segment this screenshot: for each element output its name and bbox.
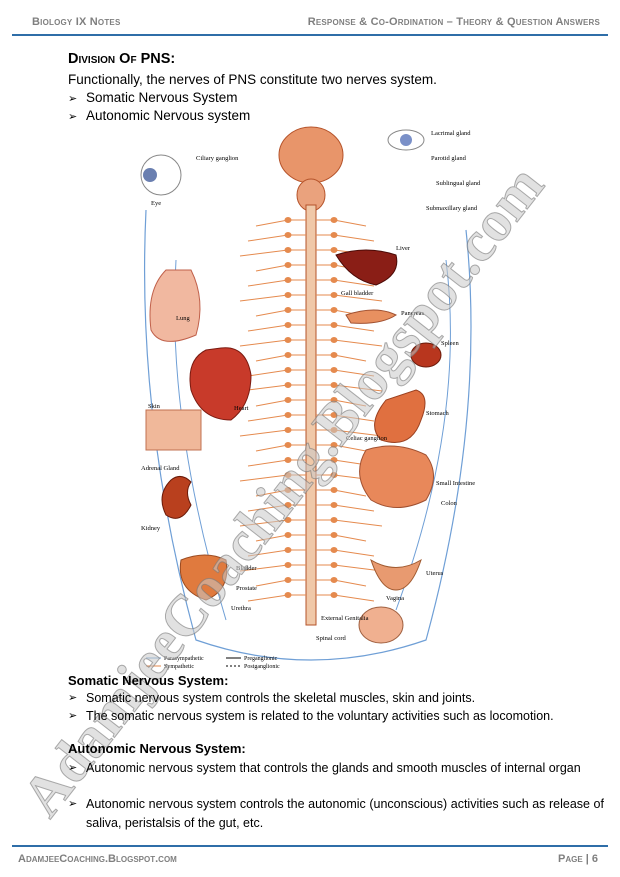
list-item: ➢Somatic Nervous System bbox=[68, 90, 238, 105]
section-title-autonomic: Autonomic Nervous System: bbox=[68, 741, 246, 756]
label-eye: Eye bbox=[151, 200, 161, 207]
label-stomach: Stomach bbox=[426, 410, 449, 417]
spleen bbox=[410, 342, 442, 368]
arrow-bullet-icon: ➢ bbox=[68, 798, 78, 810]
label-ciliary: Ciliary ganglion bbox=[196, 155, 239, 162]
list-item: ➢ Autonomic nervous system controls the … bbox=[68, 797, 604, 830]
uterus bbox=[370, 558, 422, 591]
label-liver: Liver bbox=[396, 245, 411, 252]
page-number: Page | 6 bbox=[558, 853, 598, 865]
label-uterus: Uterus bbox=[426, 570, 444, 577]
label-gall-bladder: Gall bladder bbox=[341, 290, 374, 297]
spinal-cord bbox=[305, 204, 317, 626]
bladder bbox=[179, 554, 228, 601]
list-item: ➢ The somatic nervous system is related … bbox=[68, 707, 604, 726]
intro-paragraph: Functionally, the nerves of PNS constitu… bbox=[68, 72, 437, 87]
skin bbox=[145, 409, 202, 451]
arrow-bullet-icon: ➢ bbox=[68, 762, 78, 774]
label-colon: Colon bbox=[441, 500, 458, 507]
kidney bbox=[161, 476, 192, 519]
brain bbox=[278, 126, 344, 184]
lung bbox=[149, 269, 201, 342]
section-title-somatic: Somatic Nervous System: bbox=[68, 673, 229, 688]
list-item: ➢ Somatic nervous system controls the sk… bbox=[68, 689, 604, 708]
label-kidney: Kidney bbox=[141, 525, 161, 532]
label-pancreas: Pancreas bbox=[401, 310, 425, 317]
label-parotid: Parotid gland bbox=[431, 155, 467, 162]
label-celiac: Celiac ganglion bbox=[346, 435, 388, 442]
pancreas bbox=[345, 309, 397, 324]
list-item: ➢ Autonomic nervous system that controls… bbox=[68, 759, 604, 778]
footer-site-link[interactable]: AdamjeeCoaching.Blogspot.com bbox=[18, 853, 177, 865]
header-left: Biology IX Notes bbox=[32, 16, 121, 28]
label-sublingual: Sublingual gland bbox=[436, 180, 481, 187]
page-footer: AdamjeeCoaching.Blogspot.com Page | 6 bbox=[12, 845, 608, 869]
label-bladder: Bladder bbox=[236, 565, 257, 572]
svg-text:Parasympathetic: Parasympathetic bbox=[164, 656, 204, 662]
label-lung: Lung bbox=[176, 315, 190, 322]
section-title-division-pns: Division Of PNS: bbox=[68, 51, 176, 67]
label-skin: Skin bbox=[148, 403, 161, 410]
label-submaxillary: Submaxillary gland bbox=[426, 205, 478, 212]
label-external-genitalia: External Genitalia bbox=[321, 615, 369, 622]
legend: Parasympathetic Sympathetic Preganglioni… bbox=[146, 656, 280, 670]
list-item: ➢Autonomic Nervous system bbox=[68, 108, 251, 123]
label-adrenal: Adrenal Gland bbox=[141, 465, 180, 472]
nervous-system-diagram: Spinal cord External Genitalia Heart Lun… bbox=[140, 126, 481, 670]
label-vagina: Vagina bbox=[386, 595, 404, 602]
heart bbox=[189, 347, 252, 421]
label-spinal-cord: Spinal cord bbox=[316, 635, 347, 642]
arrow-bullet-icon: ➢ bbox=[68, 93, 78, 105]
label-spleen: Spleen bbox=[441, 340, 459, 347]
stomach bbox=[374, 389, 426, 443]
label-urethra: Urethra bbox=[231, 605, 251, 612]
header-right: Response & Co-Ordination – Theory & Ques… bbox=[307, 16, 600, 28]
label-heart: Heart bbox=[234, 405, 249, 412]
label-prostate: Prostate bbox=[236, 585, 257, 592]
arrow-bullet-icon: ➢ bbox=[68, 710, 78, 722]
arrow-bullet-icon: ➢ bbox=[68, 692, 78, 704]
liver bbox=[335, 249, 398, 286]
svg-text:Sympathetic: Sympathetic bbox=[164, 664, 194, 670]
eye bbox=[140, 154, 182, 196]
external-genitalia bbox=[358, 606, 404, 644]
label-lacrimal: Lacrimal gland bbox=[431, 130, 471, 137]
svg-text:Postganglionic: Postganglionic bbox=[244, 664, 280, 670]
label-small-intestine: Small Intestine bbox=[436, 480, 475, 487]
small-intestine bbox=[359, 445, 434, 508]
arrow-bullet-icon: ➢ bbox=[68, 111, 78, 123]
page-header: Biology IX Notes Response & Co-Ordinatio… bbox=[12, 12, 608, 36]
svg-text:Preganglionic: Preganglionic bbox=[244, 656, 278, 662]
